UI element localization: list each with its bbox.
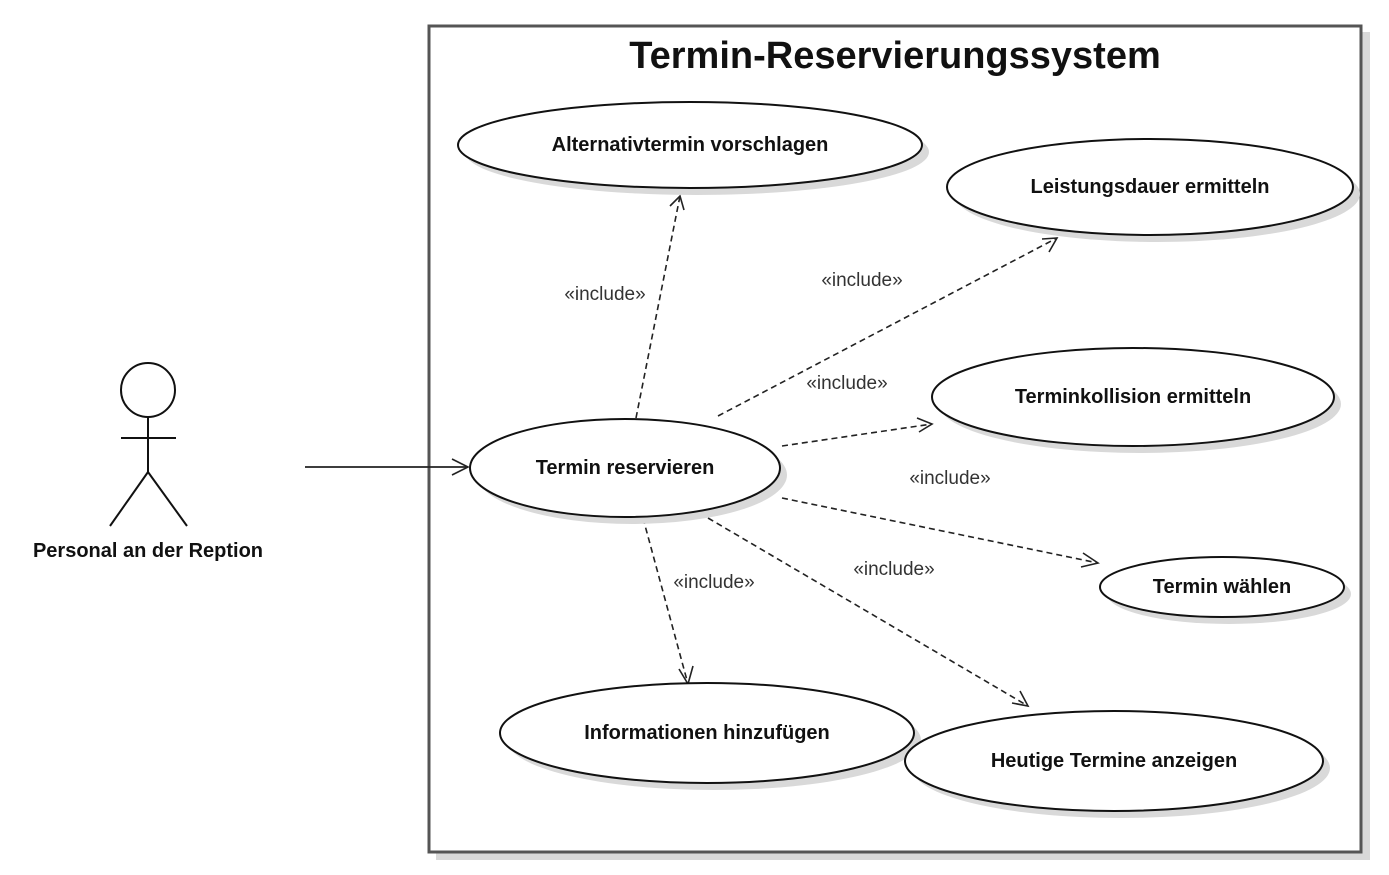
- use-case-reservieren[interactable]: Termin reservieren: [469, 418, 787, 524]
- use-case-heutige[interactable]: Heutige Termine anzeigen: [904, 710, 1330, 818]
- include-label-waehlen: «include»: [909, 468, 990, 489]
- actor-personal[interactable]: Personal an der Reption: [33, 362, 263, 562]
- use-case-waehlen[interactable]: Termin wählen: [1099, 556, 1351, 624]
- use-case-leistungsdauer-label: Leistungsdauer ermitteln: [1031, 176, 1270, 198]
- include-label-heutige: «include»: [853, 559, 934, 580]
- association-actor-reservieren: [305, 458, 470, 476]
- use-case-reservieren-label: Termin reservieren: [536, 457, 715, 479]
- use-case-kollision[interactable]: Terminkollision ermitteln: [931, 347, 1341, 453]
- system-title: Termin-Reservierungssystem: [629, 35, 1161, 77]
- use-case-informationen[interactable]: Informationen hinzufügen: [499, 682, 921, 790]
- use-case-leistungsdauer[interactable]: Leistungsdauer ermitteln: [946, 138, 1360, 242]
- include-heutige: [707, 517, 1030, 708]
- use-case-heutige-label: Heutige Termine anzeigen: [991, 750, 1237, 772]
- include-leistungsdauer: [717, 237, 1059, 417]
- actor-name: Personal an der Reption: [33, 540, 263, 562]
- include-label-informationen: «include»: [673, 572, 754, 593]
- actor-right-leg: [147, 471, 188, 527]
- use-case-alternativ-label: Alternativtermin vorschlagen: [552, 134, 829, 156]
- include-alternativ: [635, 194, 685, 419]
- include-label-kollision: «include»: [806, 373, 887, 394]
- actor-head: [120, 362, 176, 418]
- include-label-leistungsdauer: «include»: [821, 270, 902, 291]
- actor-left-leg: [109, 471, 149, 527]
- use-case-alternativ[interactable]: Alternativtermin vorschlagen: [457, 101, 929, 195]
- use-case-kollision-label: Terminkollision ermitteln: [1015, 386, 1251, 408]
- use-case-waehlen-label: Termin wählen: [1153, 576, 1292, 598]
- include-waehlen: [781, 497, 1100, 568]
- include-label-alternativ: «include»: [564, 284, 645, 305]
- use-case-informationen-label: Informationen hinzufügen: [584, 722, 830, 744]
- include-kollision: [781, 417, 934, 447]
